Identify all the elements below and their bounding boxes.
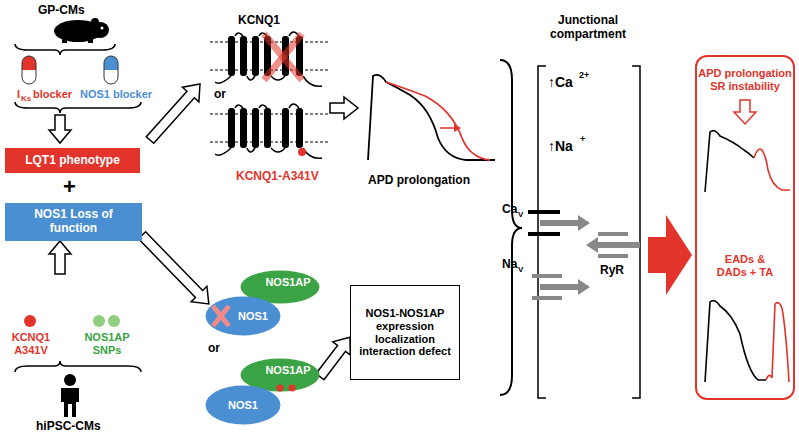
- prolongation-arrow: [454, 124, 461, 132]
- cav-channel: [528, 210, 560, 214]
- oval-shape: [206, 297, 281, 336]
- compartment-label: Junctional compartment: [540, 14, 636, 42]
- pill-red: [22, 56, 36, 84]
- subscript: Ks: [21, 94, 31, 103]
- bracket: [632, 66, 640, 398]
- node-text: EADs & DADs + TA: [710, 253, 780, 278]
- subscript: V: [518, 265, 523, 274]
- ryr-channel: [598, 254, 628, 258]
- hollow-arrow: [330, 97, 358, 119]
- protein-oval: NOS1: [205, 385, 281, 425]
- node-text: APD prolongation SR instability: [697, 67, 793, 92]
- brace: [15, 102, 141, 113]
- channel-label: Na: [502, 258, 517, 272]
- drug-label: blocker: [33, 88, 72, 101]
- guinea-pig-icon: [54, 18, 109, 43]
- node-text: LQT1 phenotype: [25, 154, 120, 168]
- or-label: or: [214, 88, 226, 102]
- subscript: V: [518, 210, 523, 219]
- node-text: NOS1AP: [265, 364, 310, 377]
- human-icon: [61, 374, 79, 417]
- flux-arrow: [586, 237, 640, 253]
- hollow-arrow: [49, 115, 71, 143]
- action-potential: [705, 131, 754, 192]
- ead-trace: [754, 149, 790, 190]
- phenotype-box: NOS1 Loss of function: [5, 203, 142, 241]
- cav-channel: [528, 232, 560, 236]
- nav-channel: [532, 274, 562, 278]
- cross-mark: [264, 34, 302, 80]
- hollow-arrow: [138, 232, 208, 304]
- hollow-arrow: [49, 241, 71, 274]
- plot-label: APD prolongation: [368, 174, 470, 188]
- defect-box: NOS1-NOS1AP expression localization inte…: [350, 285, 460, 380]
- action-potential: [368, 75, 495, 160]
- red-arrow: [648, 215, 692, 295]
- dad-trace: [766, 303, 789, 382]
- channel-label: KCNQ1: [238, 14, 280, 28]
- hollow-arrow: [146, 84, 200, 143]
- node-text: NOS1: [238, 310, 268, 323]
- channel-label: KCNQ1-A341V: [236, 170, 319, 184]
- ion-label: ↑Ca: [548, 74, 573, 90]
- superscript: 2+: [579, 70, 589, 80]
- protein-oval: NOS1: [205, 296, 281, 336]
- drug-label: NOS1 blocker: [80, 88, 152, 101]
- nav-channel: [532, 296, 562, 300]
- drug-label: I: [17, 88, 20, 101]
- phenotype-box: LQT1 phenotype: [5, 148, 140, 173]
- snp-dot: [277, 385, 284, 392]
- mutation-dot: [24, 315, 36, 327]
- snp-dot: [93, 315, 105, 327]
- node-text: NOS1 Loss of function: [9, 208, 138, 236]
- kcnq1-channel: [210, 32, 330, 86]
- ryr-channel: [598, 232, 628, 236]
- superscript: +: [580, 134, 585, 144]
- channel-label: Ca: [502, 203, 517, 217]
- group-label: hiPSC-CMs: [36, 420, 101, 434]
- variant-label: NOS1AP SNPs: [76, 331, 138, 356]
- node-text: NOS1-NOS1AP expression localization inte…: [356, 307, 454, 358]
- action-potential-prolonged: [386, 82, 490, 160]
- pill-blue: [104, 56, 118, 84]
- brace: [500, 60, 522, 395]
- snp-dot: [289, 385, 296, 392]
- cross-mark: [213, 306, 229, 326]
- prolongation-arrow: [440, 127, 454, 129]
- kcnq1-channel: [210, 104, 330, 158]
- cross-mark: [264, 34, 302, 80]
- snp-dot: [108, 315, 120, 327]
- node-text: NOS1AP: [265, 276, 310, 289]
- hollow-arrow: [734, 100, 756, 124]
- or-label: or: [208, 342, 220, 356]
- node-text: NOS1: [228, 399, 258, 412]
- hollow-arrow: [316, 337, 350, 379]
- plus-sign: +: [63, 174, 76, 199]
- channel-label: RyR: [600, 264, 624, 278]
- variant-label: KCNQ1 A341V: [2, 331, 60, 356]
- outcome-box: APD prolongation SR instabilityEADs & DA…: [695, 55, 795, 400]
- oval-shape: [206, 386, 281, 425]
- ion-label: ↑Na: [548, 138, 573, 154]
- brace: [15, 361, 141, 372]
- action-potential: [705, 301, 766, 382]
- brace: [15, 44, 115, 55]
- flux-arrow: [540, 215, 590, 231]
- mutation-dot: [298, 148, 306, 156]
- group-label: GP-CMs: [38, 4, 85, 18]
- flux-arrow: [540, 279, 590, 295]
